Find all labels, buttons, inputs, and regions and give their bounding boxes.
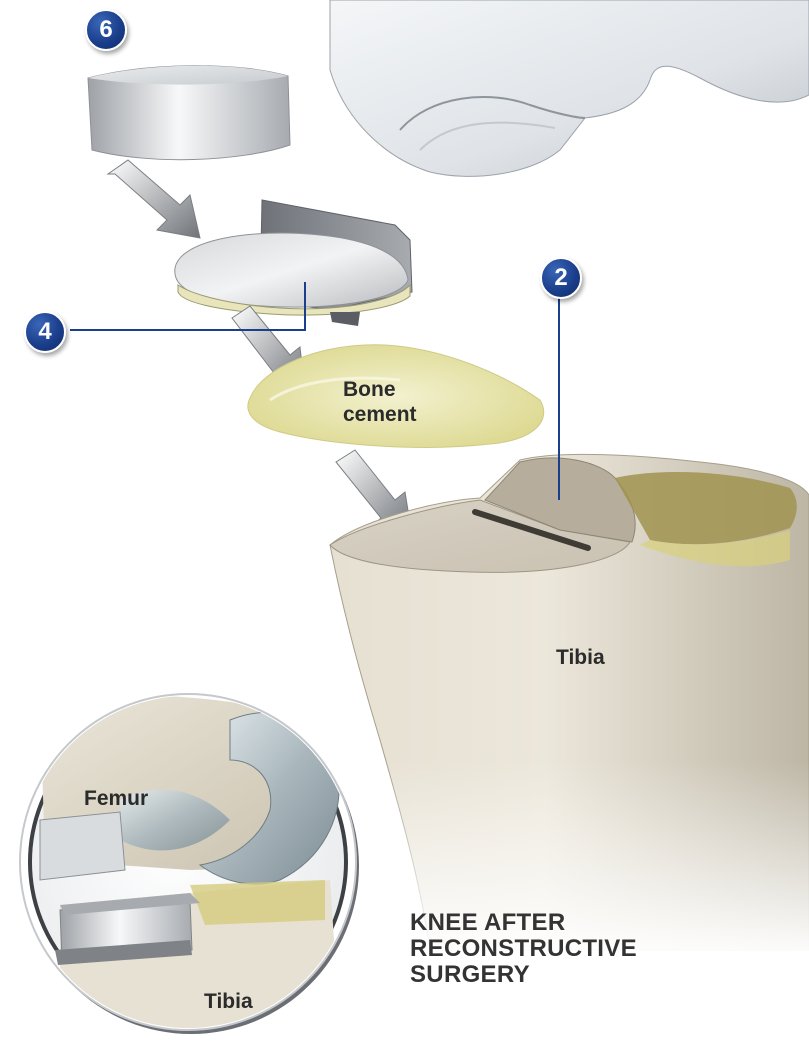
femur-bone (330, 0, 809, 176)
caption-line3: SURGERY (410, 962, 710, 988)
bone-cement-label-line1: Bone (343, 377, 417, 402)
callout-badge-6: 6 (85, 9, 127, 51)
callout-number-2: 2 (554, 264, 567, 292)
caption-line2: RECONSTRUCTIVE (410, 936, 710, 962)
tibia-label: Tibia (556, 646, 605, 670)
inset-tibia-label: Tibia (204, 990, 253, 1014)
bone-cement-label-line2: cement (343, 402, 417, 427)
inset-caption: KNEE AFTER RECONSTRUCTIVE SURGERY (410, 910, 710, 988)
arrow-spacer-to-tray (108, 160, 200, 238)
inset-femur-label: Femur (84, 787, 148, 811)
callout-number-6: 6 (99, 16, 112, 44)
tibial-tray (175, 200, 412, 326)
callout-badge-2: 2 (540, 257, 582, 299)
bone-cement-label: Bone cement (343, 377, 417, 427)
tibia-bone (330, 454, 809, 960)
caption-line1: KNEE AFTER (410, 910, 710, 936)
polyethylene-spacer (88, 66, 290, 160)
inset-knee-after-surgery (20, 694, 359, 1034)
callout-number-4: 4 (38, 318, 51, 346)
callout-badge-4: 4 (24, 311, 66, 353)
